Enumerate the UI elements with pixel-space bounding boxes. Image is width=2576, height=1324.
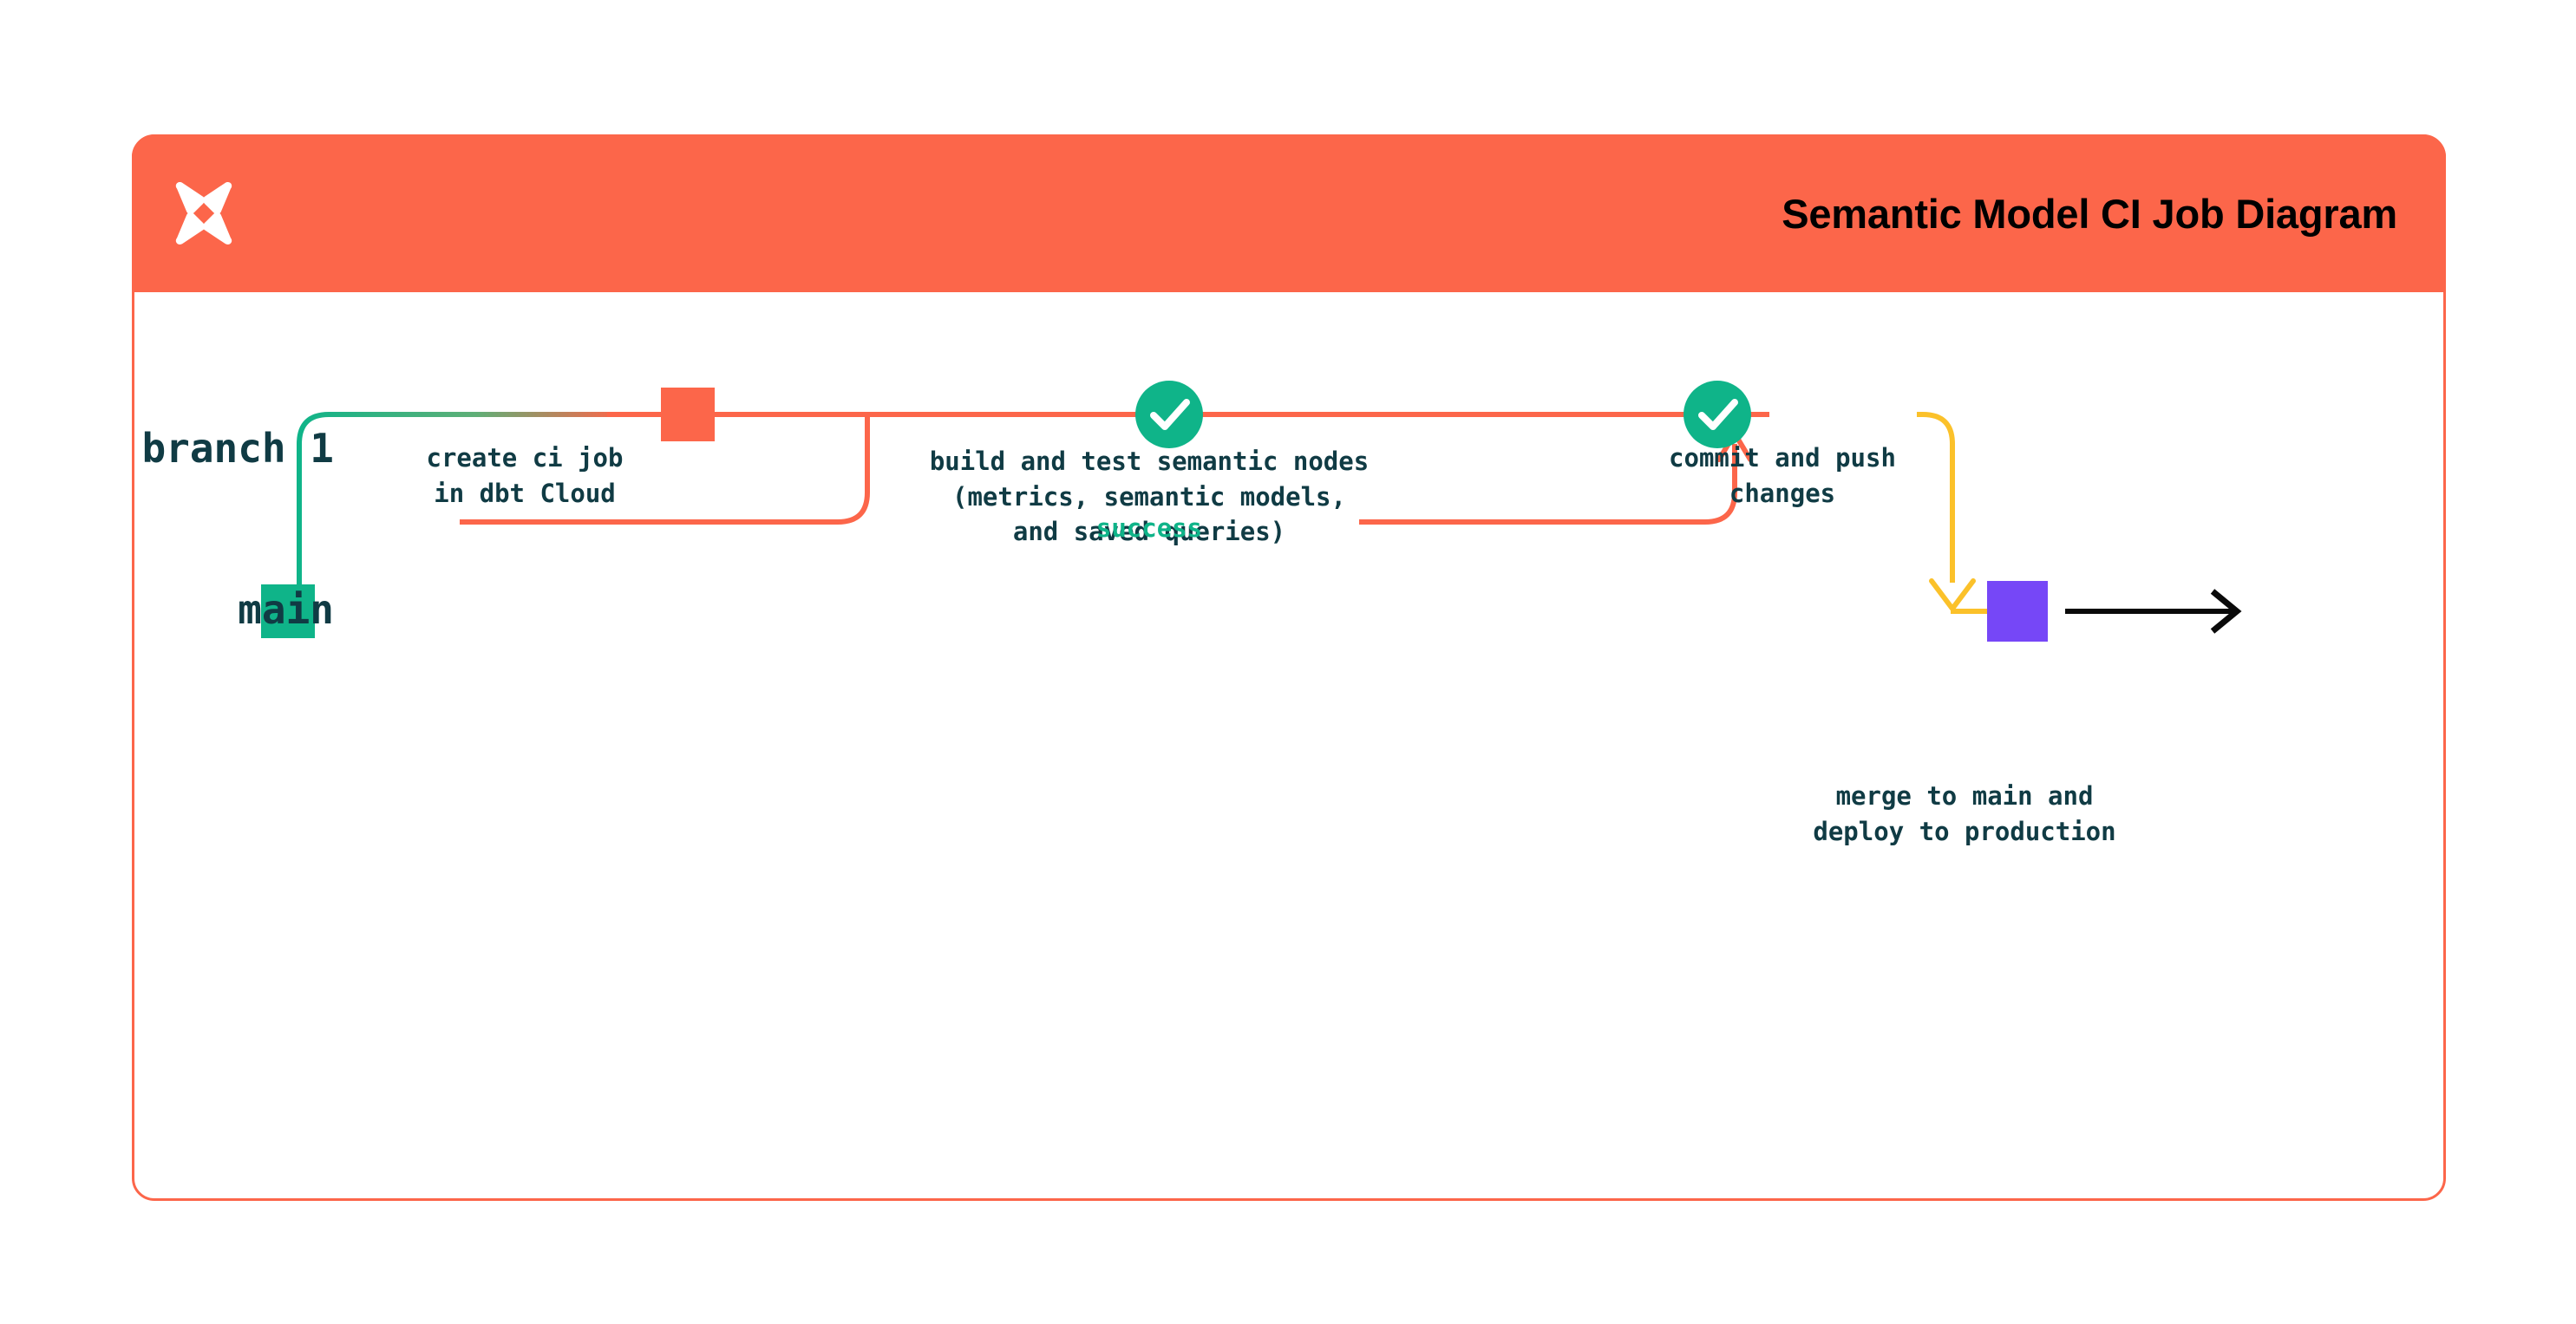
diagram-canvas: branch 1 main create ci job in dbt Cloud… [134,295,2443,1198]
dbt-logo-icon [175,182,232,245]
lane-label-branch1: branch 1 [141,425,334,472]
branch-off-edge [297,412,620,611]
merge-down-arrowhead [1929,578,1976,611]
diagram-card: Semantic Model CI Job Diagram [132,134,2446,1201]
card-header: Semantic Model CI Job Diagram [132,134,2446,292]
node-create-ci-job[interactable] [661,388,715,441]
success-loop-left [460,414,870,525]
check-icon [1698,399,1738,430]
node-commit-and-push[interactable] [1684,381,1751,448]
edge-label-success: success [1095,513,1203,543]
lane-label-main: main [238,586,334,633]
node-build-and-test[interactable] [1135,381,1203,448]
git-flow-graph [261,381,2242,642]
page-title: Semantic Model CI Job Diagram [1782,190,2397,237]
success-loop-right [1359,444,1737,525]
caption-build-and-test: build and test semantic nodes (metrics, … [929,447,1370,547]
node-main-start[interactable] [261,584,315,638]
node-merge-to-main[interactable] [1987,581,2048,642]
merge-down-edge [1917,412,1955,583]
check-icon [1150,399,1190,430]
caption-create-ci-job: create ci job in dbt Cloud [426,443,624,508]
caption-merge-to-main: merge to main and deploy to production [1813,781,2116,846]
continue-main-arrowhead [2210,589,2242,634]
caption-commit-and-push: commit and push changes [1669,443,1896,508]
